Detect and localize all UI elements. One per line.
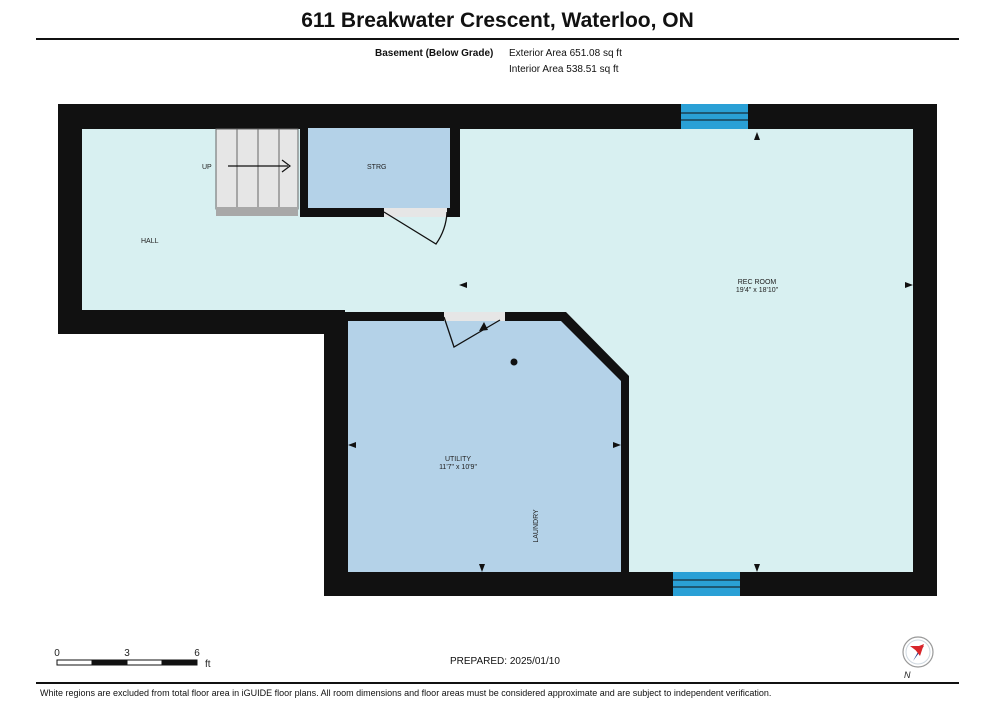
compass-north-label: N xyxy=(904,670,911,680)
window-bottom xyxy=(673,572,740,596)
window-top xyxy=(681,104,748,129)
floor-drain xyxy=(510,358,518,366)
label-rec-room-dims: 19'4" x 18'10" xyxy=(736,287,779,294)
scale-tick-0: 0 xyxy=(54,648,60,659)
storage-floor xyxy=(308,128,450,208)
label-rec-room: REC ROOM xyxy=(738,279,777,286)
exterior-area: Exterior Area 651.08 sq ft xyxy=(509,48,622,59)
rec-room-floor xyxy=(82,129,913,572)
storage-door-opening xyxy=(384,208,447,217)
label-strg: STRG xyxy=(367,164,386,171)
label-up: UP xyxy=(202,164,212,171)
title-divider xyxy=(36,38,959,40)
scale-tick-6: 6 xyxy=(194,648,200,659)
label-hall: HALL xyxy=(141,238,159,245)
utility-door-opening xyxy=(444,312,505,321)
prepared-date: PREPARED: 2025/01/10 xyxy=(450,656,560,667)
scale-tick-3: 3 xyxy=(124,648,130,659)
storage-door-swing xyxy=(383,211,448,245)
label-laundry: LAUNDRY xyxy=(533,509,540,543)
level-label: Basement (Below Grade) xyxy=(375,48,494,59)
label-utility-dims: 11'7" x 10'9" xyxy=(439,464,477,471)
label-utility: UTILITY xyxy=(445,456,471,463)
scale-bar xyxy=(56,659,198,666)
stairs xyxy=(215,128,299,216)
footer-disclaimer: White regions are excluded from total fl… xyxy=(40,688,772,698)
footer-divider xyxy=(36,682,959,684)
interior-area: Interior Area 538.51 sq ft xyxy=(509,64,619,75)
dimension-arrows xyxy=(348,132,913,572)
scale-unit: ft xyxy=(205,659,211,670)
compass-icon xyxy=(902,636,934,668)
utility-floor xyxy=(348,321,621,572)
page-title: 611 Breakwater Crescent, Waterloo, ON xyxy=(301,9,694,32)
